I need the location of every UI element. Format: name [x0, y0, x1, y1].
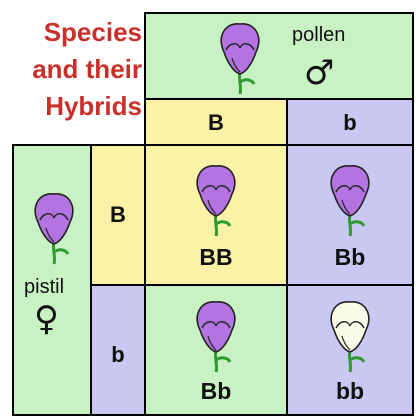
caption-line-2: and their	[0, 51, 142, 88]
pistil-header-cell: pistil ♀	[12, 144, 92, 416]
genotype-label: bb	[288, 378, 412, 405]
caption-line-3: Hybrids	[0, 88, 142, 125]
female-symbol: ♀	[34, 302, 59, 336]
purple-flower-icon	[192, 160, 240, 238]
column-allele-2: b	[288, 110, 412, 136]
pollen-flower-icon	[216, 18, 264, 96]
male-symbol: ♂	[304, 56, 334, 90]
column-allele-1: B	[146, 110, 286, 136]
row-allele-2: b	[92, 342, 144, 368]
pistil-flower-icon	[30, 188, 78, 266]
row-allele-1: B	[92, 202, 144, 228]
column-allele-header-2: b	[286, 98, 414, 146]
row-allele-header-1: B	[90, 144, 146, 286]
offspring-cell-BB: BB	[144, 144, 288, 286]
figure-caption: Species and their Hybrids	[0, 14, 142, 125]
genotype-label: BB	[146, 244, 286, 271]
genotype-label: Bb	[288, 244, 412, 271]
white-flower-icon	[326, 296, 374, 374]
purple-flower-icon	[192, 296, 240, 374]
pistil-label: pistil	[24, 276, 64, 299]
genotype-label: Bb	[146, 378, 286, 405]
offspring-cell-Bb-top: Bb	[286, 144, 414, 286]
row-allele-header-2: b	[90, 284, 146, 416]
purple-flower-icon	[326, 160, 374, 238]
pollen-header-cell: pollen ♂	[144, 12, 414, 100]
pollen-label: pollen	[292, 24, 345, 47]
offspring-cell-Bb-bottom: Bb	[144, 284, 288, 416]
caption-line-1: Species	[0, 14, 142, 51]
column-allele-header-1: B	[144, 98, 288, 146]
offspring-cell-bb: bb	[286, 284, 414, 416]
